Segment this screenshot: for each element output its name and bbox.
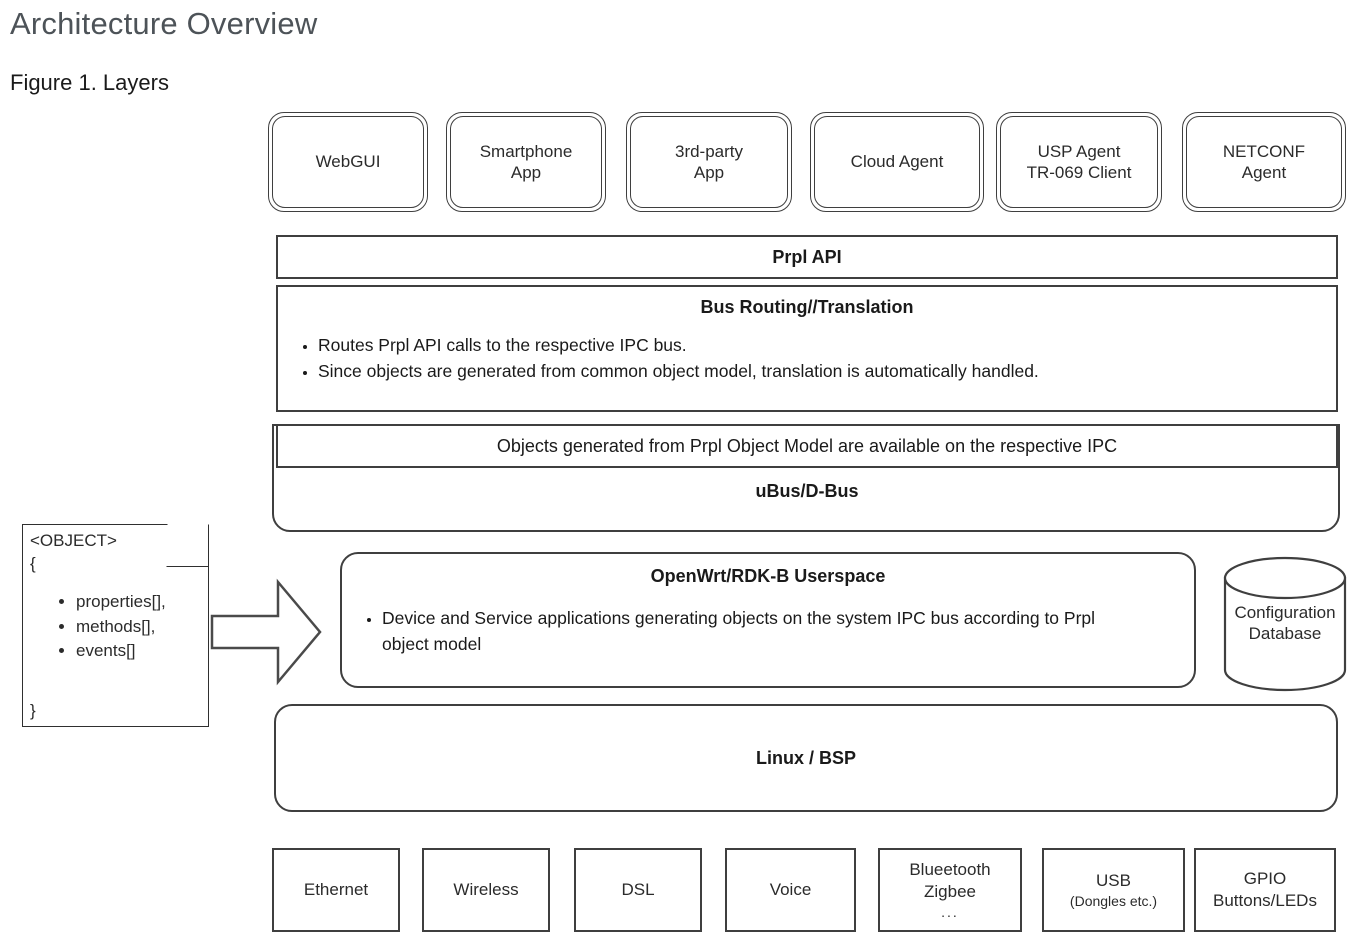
app-box-3rd-party-app[interactable]: 3rd-party App <box>626 112 792 212</box>
list-item: Since objects are generated from common … <box>318 358 1336 384</box>
figure-caption: Figure 1. Layers <box>10 70 169 95</box>
configuration-database[interactable]: Configuration Database <box>1222 556 1348 692</box>
hw-box-voice[interactable]: Voice <box>725 848 856 932</box>
object-note-header: <OBJECT> <box>30 531 117 550</box>
list-item: methods[], <box>76 615 201 640</box>
list-item: properties[], <box>76 590 201 615</box>
hw-box-label: USB <box>1096 870 1131 890</box>
app-box-cloud-agent[interactable]: Cloud Agent <box>810 112 984 212</box>
layer-bus-routing-title: Bus Routing//Translation <box>700 297 914 317</box>
app-box-netconf-agent[interactable]: NETCONF Agent <box>1182 112 1346 212</box>
app-box-label: NETCONF Agent <box>1186 116 1342 208</box>
hw-box-label: Voice <box>769 879 812 899</box>
configuration-database-label: Configuration Database <box>1234 603 1336 644</box>
app-box-label: 3rd-party App <box>630 116 788 208</box>
app-box-usp-agent[interactable]: USP Agent TR-069 Client <box>996 112 1162 212</box>
list-item: Routes Prpl API calls to the respective … <box>318 332 1336 358</box>
hw-box-sublabel: (Dongles etc.) <box>1069 892 1158 909</box>
hw-box-bluetooth-zigbee[interactable]: Blueetooth Zigbee ... <box>878 848 1022 932</box>
app-box-smartphone-app[interactable]: Smartphone App <box>446 112 606 212</box>
layer-ubus-dbus-title-wrap: uBus/D-Bus <box>276 474 1338 508</box>
hw-box-wireless[interactable]: Wireless <box>422 848 550 932</box>
app-box-label: Smartphone App <box>450 116 602 208</box>
flow-arrow-icon <box>210 574 322 690</box>
layer-linux-bsp[interactable]: Linux / BSP <box>274 704 1338 812</box>
hw-box-gpio[interactable]: GPIO Buttons/LEDs <box>1194 848 1336 932</box>
hw-box-label: Wireless <box>453 879 519 899</box>
object-note-content: <OBJECT> { properties[], methods[], even… <box>22 524 209 727</box>
list-item: Device and Service applications generati… <box>382 605 1104 658</box>
layer-bus-routing-bullets: Routes Prpl API calls to the respective … <box>278 332 1336 385</box>
layer-prpl-api[interactable]: Prpl API <box>276 235 1338 279</box>
hw-box-usb[interactable]: USB (Dongles etc.) <box>1042 848 1185 932</box>
object-note: <OBJECT> { properties[], methods[], even… <box>22 524 209 727</box>
app-box-label: Cloud Agent <box>814 116 980 208</box>
layer-openwrt-userspace-bullets: Device and Service applications generati… <box>342 605 1194 658</box>
hw-box-dots: ... <box>941 904 959 920</box>
page-title: Architecture Overview <box>10 6 318 41</box>
list-item: events[] <box>76 639 201 664</box>
hw-box-dsl[interactable]: DSL <box>574 848 702 932</box>
object-note-open-brace: { <box>30 553 36 573</box>
layer-linux-bsp-title: Linux / BSP <box>755 747 856 768</box>
layer-bus-routing[interactable]: Bus Routing//Translation Routes Prpl API… <box>276 285 1338 412</box>
layer-prpl-api-title: Prpl API <box>772 246 842 267</box>
layer-openwrt-userspace[interactable]: OpenWrt/RDK-B Userspace Device and Servi… <box>340 552 1196 688</box>
app-box-webgui[interactable]: WebGUI <box>268 112 428 212</box>
hw-box-ethernet[interactable]: Ethernet <box>272 848 400 932</box>
app-box-label: WebGUI <box>272 116 424 208</box>
object-note-items: properties[], methods[], events[] <box>30 590 201 664</box>
app-box-label: USP Agent TR-069 Client <box>1000 116 1158 208</box>
layer-ubus-dbus-title: uBus/D-Bus <box>755 480 859 501</box>
hw-box-label: DSL <box>621 879 655 899</box>
hw-box-label: GPIO Buttons/LEDs <box>1213 868 1317 910</box>
layer-ipc-availability-text: Objects generated from Prpl Object Model… <box>496 435 1118 456</box>
hw-box-label: Blueetooth Zigbee <box>909 859 991 901</box>
layer-ipc-availability[interactable]: Objects generated from Prpl Object Model… <box>276 424 1338 468</box>
object-note-close-brace: } <box>30 701 36 720</box>
layer-openwrt-userspace-title: OpenWrt/RDK-B Userspace <box>650 566 886 586</box>
hw-box-label: Ethernet <box>303 879 369 899</box>
